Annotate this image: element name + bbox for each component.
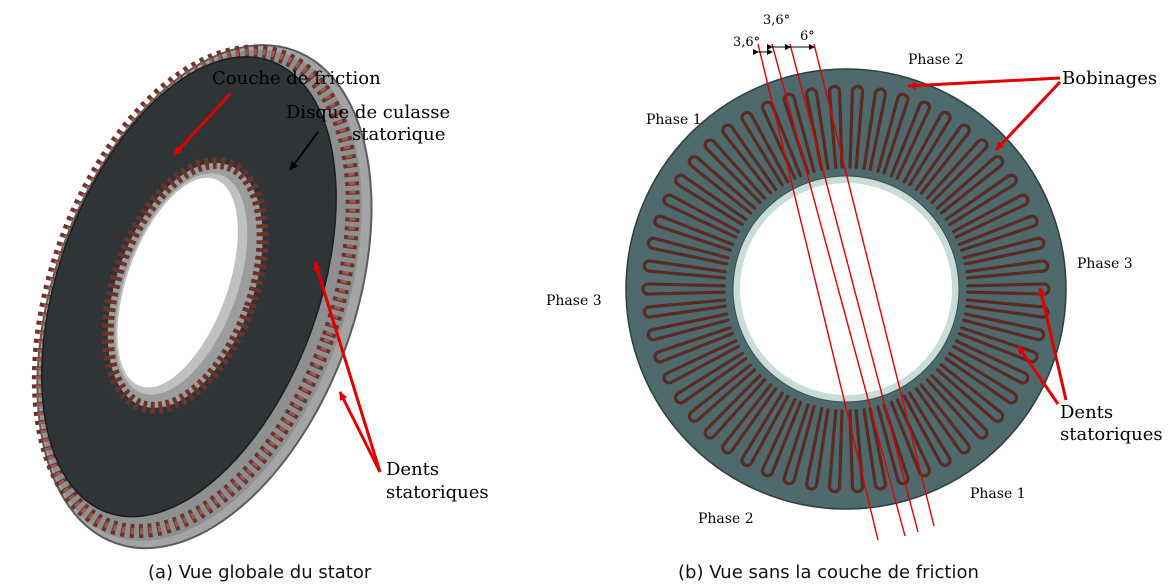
winding-hairpin xyxy=(703,373,767,440)
winding-hairpin xyxy=(944,351,1019,405)
arrow-teeth-b-upper xyxy=(1037,287,1068,401)
winding-hairpin xyxy=(641,282,726,296)
winding-hairpin xyxy=(653,214,735,252)
label-yoke-line1: Disque de culasse xyxy=(286,102,450,123)
center-bore xyxy=(740,183,952,395)
phase2-top-label: Phase 2 xyxy=(908,52,964,68)
arrow-yoke-disc xyxy=(289,131,319,171)
winding-hairpin xyxy=(957,214,1039,252)
arrow-teeth-b-lower xyxy=(1016,345,1060,405)
winding-hairpin xyxy=(673,173,748,227)
angle-label-3: 6° xyxy=(800,29,815,44)
phase1-top-label: Phase 1 xyxy=(646,112,702,128)
phase2-bottom-label: Phase 2 xyxy=(698,511,754,527)
arrow-windings-top xyxy=(907,76,1061,90)
winding-hairpin xyxy=(951,193,1030,239)
label-windings: Bobinages xyxy=(1062,68,1157,89)
winding-hairpin xyxy=(740,110,790,187)
arrow-teeth-a-upper xyxy=(313,261,382,473)
caption-b: (b) Vue sans la couche de friction xyxy=(678,562,979,583)
winding-hairpin xyxy=(902,391,952,468)
phase3-right-label: Phase 3 xyxy=(1077,256,1133,272)
label-teeth-a-line2: statoriques xyxy=(386,482,489,503)
winding-hairpin xyxy=(862,87,887,172)
winding-hairpin xyxy=(935,155,1005,215)
winding-hairpin xyxy=(662,339,741,385)
arrow-friction-layer xyxy=(172,92,232,157)
phase1-bottom-label: Phase 1 xyxy=(970,486,1026,502)
winding-hairpin xyxy=(848,408,865,494)
winding-hairpin xyxy=(876,403,910,486)
winding-hairpin xyxy=(805,406,830,491)
winding-hairpin xyxy=(862,406,887,491)
winding-hairpin xyxy=(889,398,932,478)
winding-hairpin xyxy=(782,92,816,175)
caption-a: (a) Vue globale du stator xyxy=(148,562,372,583)
winding-hairpin xyxy=(965,259,1050,280)
winding-hairpin xyxy=(703,138,767,205)
winding-hairpin xyxy=(925,373,989,440)
stator-global-view: Couche de friction Disque de culasse sta… xyxy=(31,44,489,583)
label-teeth-b-line1: Dents xyxy=(1060,402,1113,423)
winding-hairpin xyxy=(646,312,730,342)
stator-no-friction-view: 3,6° 3,6° 6° Phase 1 Phase 2 Phase 3 Pha… xyxy=(546,13,1163,583)
phase3-left-label: Phase 3 xyxy=(546,293,602,309)
winding-hairpin xyxy=(944,173,1019,227)
angle-label-2: 3,6° xyxy=(763,13,790,28)
winding-hairpin xyxy=(962,236,1046,266)
label-friction-layer: Couche de friction xyxy=(212,68,381,89)
winding-hairpin xyxy=(935,363,1005,423)
winding-hairpin xyxy=(876,92,910,175)
winding-hairpin xyxy=(962,312,1046,342)
winding-hairpin xyxy=(951,339,1030,385)
winding-hairpin xyxy=(889,100,932,180)
winding-hairpin xyxy=(848,84,865,170)
center-hole xyxy=(117,177,238,388)
winding-hairpin xyxy=(925,138,989,205)
label-teeth-b-line2: statoriques xyxy=(1060,424,1163,445)
angle-label-1: 3,6° xyxy=(733,35,760,50)
winding-hairpin xyxy=(653,326,735,364)
winding-hairpin xyxy=(721,123,778,195)
winding-hairpin xyxy=(827,408,844,494)
winding-hairpin xyxy=(687,363,757,423)
winding-hairpin xyxy=(642,259,727,280)
winding-hairpin xyxy=(662,193,741,239)
winding-hairpin xyxy=(782,403,816,486)
arrow-teeth-a-lower xyxy=(338,391,382,473)
winding-hairpin xyxy=(740,391,790,468)
winding-hairpin xyxy=(760,398,803,478)
label-teeth-a-line1: Dents xyxy=(386,459,439,480)
winding-hairpin xyxy=(902,110,952,187)
winding-hairpin xyxy=(673,351,748,405)
winding-hairpin xyxy=(646,236,730,266)
winding-hairpin xyxy=(687,155,757,215)
angle-reference-lines xyxy=(757,43,935,541)
winding-hairpin xyxy=(721,383,778,455)
arrow-windings-right xyxy=(994,80,1062,152)
label-yoke-line2: statorique xyxy=(352,124,445,145)
winding-hairpin xyxy=(642,298,727,319)
winding-hairpin xyxy=(914,383,971,455)
winding-hairpin xyxy=(827,84,844,170)
winding-hairpin xyxy=(914,123,971,195)
winding-hairpin xyxy=(805,87,830,172)
winding-hairpin xyxy=(957,326,1039,364)
